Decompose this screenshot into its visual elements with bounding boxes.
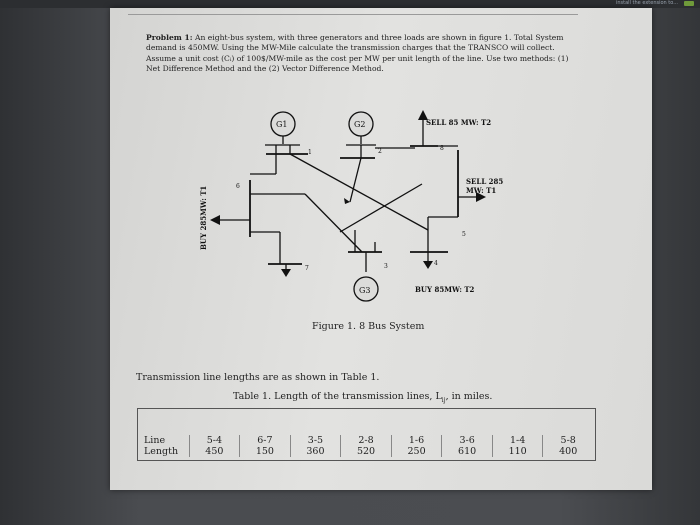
extension-badge-icon[interactable] xyxy=(684,1,694,6)
bus-number-2: 2 xyxy=(378,148,382,155)
generator-g1-label: G1 xyxy=(276,120,287,129)
table-line-cell: 1-6 xyxy=(408,435,425,446)
table-length-cell: 250 xyxy=(407,446,426,457)
table-column: 3-5 360 xyxy=(291,435,342,457)
page-surface xyxy=(110,8,652,490)
table-line-cell: 1-4 xyxy=(509,435,526,446)
row-header-line: Line xyxy=(144,435,166,446)
table-title-suffix: , in miles. xyxy=(445,391,493,402)
table-line-cell: 5-8 xyxy=(560,435,576,446)
table-column: 5-4 450 xyxy=(190,435,241,457)
table-column: 2-8 520 xyxy=(341,435,392,457)
table-title-subscript: ij xyxy=(441,396,446,404)
flow-arrow-icon xyxy=(344,198,350,204)
table-line-cell: 6-7 xyxy=(257,435,273,446)
sell-t1-label-line1: SELL 285 xyxy=(466,177,503,186)
table-line-cell: 2-8 xyxy=(358,435,374,446)
table-line-cell: 5-4 xyxy=(206,435,223,446)
sell-t1-label-line2: MW: T1 xyxy=(466,186,496,195)
figure-caption: Figure 1. 8 Bus System xyxy=(312,321,425,332)
extension-hint[interactable]: install the extension to... xyxy=(615,0,678,6)
bus-number-4: 4 xyxy=(434,260,438,267)
buy-t2-label: BUY 85MW: T2 xyxy=(415,285,475,294)
table-row-headers: Line Length xyxy=(140,435,190,457)
table-length-cell: 360 xyxy=(306,446,325,457)
bus-number-8: 8 xyxy=(440,145,444,152)
table-length-cell: 610 xyxy=(458,446,477,457)
table-length-cell: 400 xyxy=(559,446,578,457)
table-length-cell: 110 xyxy=(508,446,527,457)
bus-number-3: 3 xyxy=(384,263,388,270)
sell-t2-label: SELL 85 MW: T2 xyxy=(426,118,491,127)
sell-t2-arrow-icon xyxy=(418,110,428,120)
bus-number-6: 6 xyxy=(236,183,240,190)
load-7-arrow-icon xyxy=(281,269,291,277)
generator-g3-label: G3 xyxy=(359,286,370,295)
table-length-cell: 150 xyxy=(255,446,274,457)
bus-number-5: 5 xyxy=(462,231,466,238)
row-header-length: Length xyxy=(144,446,179,457)
problem-label: Problem 1: xyxy=(146,33,193,42)
heading-rule xyxy=(128,14,578,15)
table-length-cell: 520 xyxy=(356,446,376,457)
browser-top-bar: install the extension to... xyxy=(0,0,700,8)
sell-t1-arrow-icon xyxy=(476,192,486,202)
table-column: 3-6 610 xyxy=(442,435,493,457)
buy-t1-arrow-icon xyxy=(210,215,220,225)
table-column: 1-4 110 xyxy=(493,435,544,457)
bus-number-7: 7 xyxy=(305,265,309,272)
generator-g2-label: G2 xyxy=(354,120,365,129)
bus-number-1: 1 xyxy=(308,149,312,156)
table-intro-text: Transmission line lengths are as shown i… xyxy=(136,372,380,383)
buy-t2-arrow-icon xyxy=(423,261,433,269)
problem-text: An eight-bus system, with three generato… xyxy=(146,33,569,74)
table-column: 6-7 150 xyxy=(240,435,291,457)
document-page xyxy=(110,8,652,490)
line-length-table: Line Length 5-4 450 6-7 150 3-5 360 2-8 … xyxy=(137,408,596,461)
table-column: 1-6 250 xyxy=(392,435,443,457)
problem-statement: Problem 1: An eight-bus system, with thr… xyxy=(146,33,576,75)
table-title: Table 1. Length of the transmission line… xyxy=(233,391,492,404)
bus-system-diagram: G1 G2 G3 1 2 3 4 5 6 7 8 SELL 85 MW: T2 … xyxy=(199,110,503,302)
buy-t1-label: BUY 285MW: T1 xyxy=(199,186,208,250)
table-line-cell: 3-6 xyxy=(459,435,475,446)
table-line-cell: 3-5 xyxy=(307,435,324,446)
table-length-cell: 450 xyxy=(205,446,224,457)
generator-g3-symbol xyxy=(353,276,379,302)
table-column: 5-8 400 xyxy=(543,435,593,457)
table-title-prefix: Table 1. Length of the transmission line… xyxy=(233,391,442,402)
